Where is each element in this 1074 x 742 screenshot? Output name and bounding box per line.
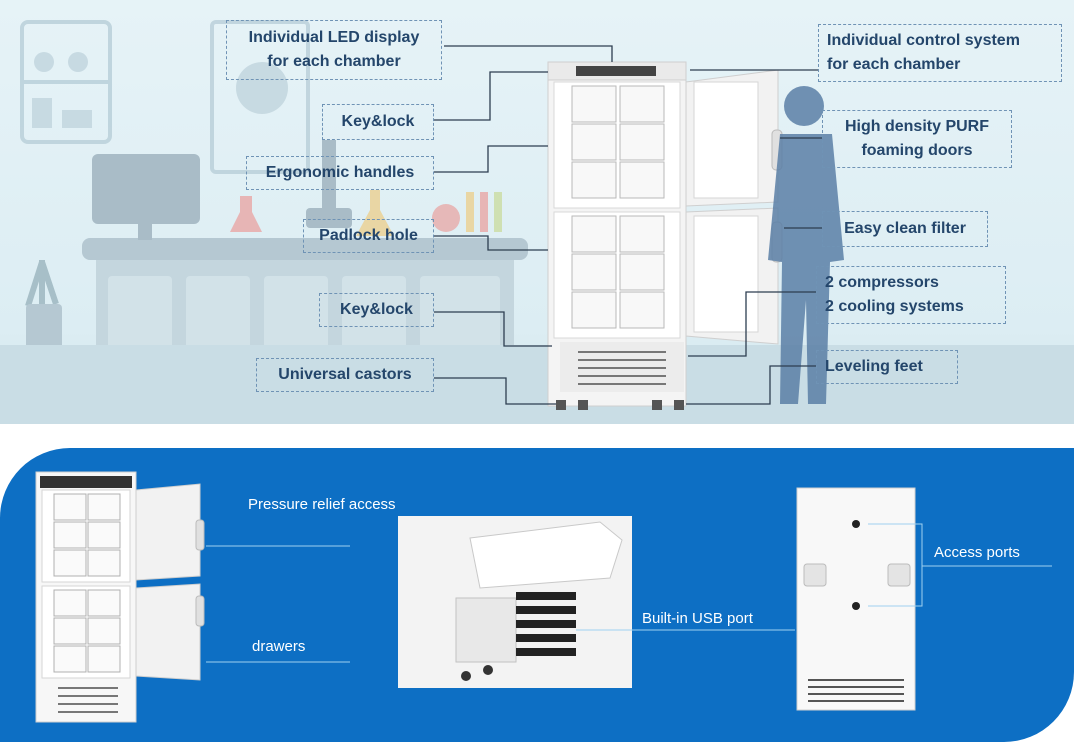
callout-padlock-hole: Padlock hole (303, 219, 434, 253)
callout-purf-doors: High density PURF foaming doors (822, 110, 1012, 168)
lab-scene-illustration (0, 20, 1074, 424)
callout-leveling-feet: Leveling feet (816, 350, 958, 384)
label-drawers: drawers (252, 638, 306, 655)
callout-universal-castors: Universal castors (256, 358, 434, 392)
callout-key-lock-lower: Key&lock (319, 293, 434, 327)
callout-key-lock-upper: Key&lock (322, 104, 434, 140)
callout-led-display: Individual LED display for each chamber (226, 20, 442, 80)
product-detail-illustration (35, 471, 1052, 723)
label-access-ports: Access ports (934, 544, 1020, 561)
label-usb-port: Built-in USB port (642, 610, 753, 627)
top-feature-panel: Individual LED display for each chamber … (0, 0, 1074, 424)
label-pressure-relief: Pressure relief access (248, 496, 396, 513)
callout-compressors: 2 compressors 2 cooling systems (816, 266, 1006, 324)
callout-ergonomic-handles: Ergonomic handles (246, 156, 434, 190)
callout-easy-clean-filter: Easy clean filter (822, 211, 988, 247)
bottom-detail-panel: Pressure relief access drawers Built-in … (0, 448, 1074, 742)
callout-control-system: Individual control system for each chamb… (818, 24, 1062, 82)
